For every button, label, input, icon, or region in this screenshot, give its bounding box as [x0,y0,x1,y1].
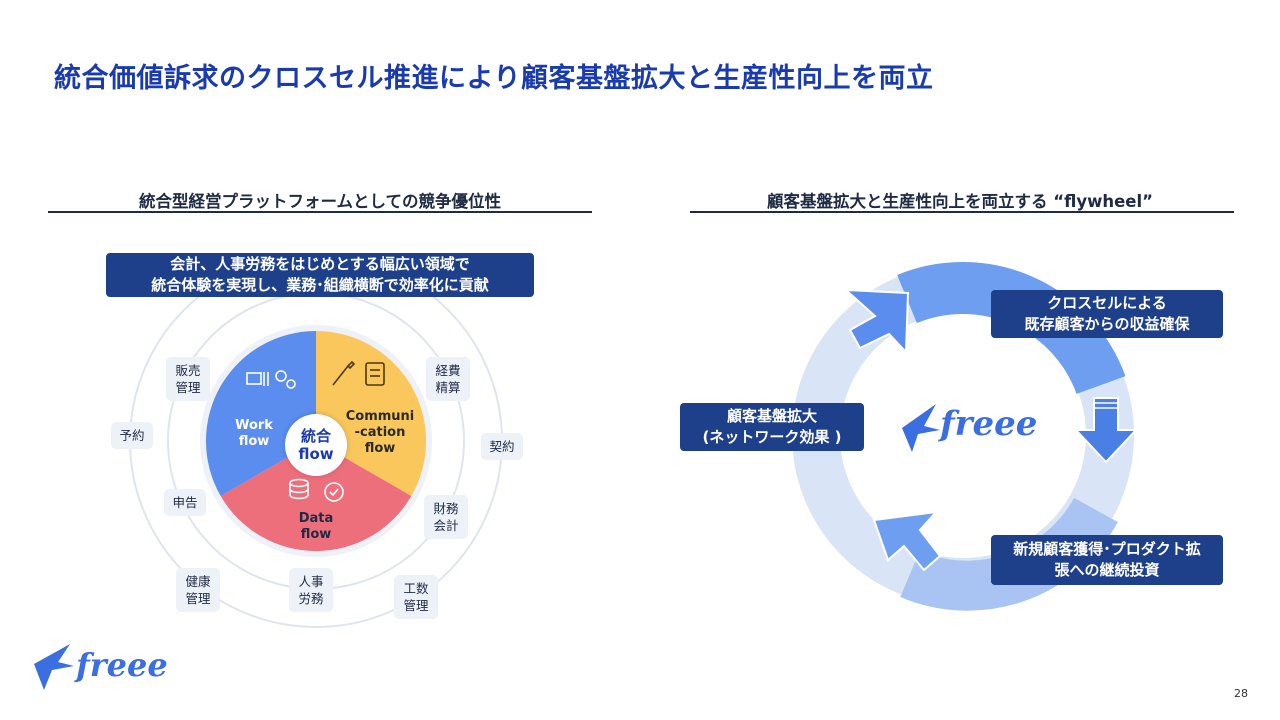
box-customer-base-line-2: (ネットワーク効果 ) [702,428,842,446]
chip-text: 申告 [172,495,198,510]
box-investment-line-2: 張への継続投資 [1054,561,1160,579]
center-line-2: flow [298,445,334,463]
chip-hr-labor: 人事 労務 [289,568,333,612]
chip-text: 管理 [403,598,429,613]
freee-logo-center: freee [940,404,1038,444]
chip-financial-accounting: 財務 会計 [424,495,468,539]
box-customer-base: 顧客基盤拡大 (ネットワーク効果 ) [680,403,864,451]
freee-logo-bird-center [902,404,940,452]
chip-tax-filing: 申告 [164,489,206,516]
work-icon [246,370,296,389]
pie-slice-data [220,441,412,552]
chip-text: 管理 [185,591,211,606]
right-section-heading: 顧客基盤拡大と生産性向上を両立する “flywheel” [767,192,1153,211]
data-flow-line-1: Data [298,511,334,526]
integration-callout: 会計、人事労務をはじめとする幅広い領域で 統合体験を実現し、業務･組織横断で効率… [106,253,534,297]
chip-text: 健康 [185,574,211,589]
data-icon [289,478,344,502]
chip-reservation: 予約 [111,422,153,449]
work-flow-label: Work flow [226,418,282,450]
communication-icon [332,360,385,386]
center-line-1: 統合 [300,427,331,445]
chip-text: 管理 [175,380,201,395]
work-flow-line-1: Work [235,418,273,433]
chip-text: 工数 [403,581,429,596]
left-heading-rule [48,211,592,213]
left-section-heading: 統合型経営プラットフォームとしての競争優位性 [138,192,501,211]
chip-man-hour-management: 工数 管理 [394,575,438,619]
chip-sales-management: 販売 管理 [166,357,210,401]
box-cross-sell-line-2: 既存顧客からの収益確保 [1024,315,1190,333]
work-flow-line-2: flow [238,434,270,449]
callout-line-1: 会計、人事労務をはじめとする幅広い領域で [170,255,470,273]
chip-text: 会計 [433,518,459,533]
chip-text: 予約 [119,428,145,443]
freee-logo-footer: freee [76,646,168,684]
slide-title: 統合価値訴求のクロスセル推進により顧客基盤拡大と生産性向上を両立 [54,63,934,94]
communication-flow-line-2: -cation [354,425,406,440]
chip-contract: 契約 [481,433,523,460]
chip-expense-settlement: 経費 精算 [426,357,470,401]
communication-flow-label: Communi -cation flow [344,409,416,457]
right-heading-rule [690,211,1234,213]
box-customer-base-line-1: 顧客基盤拡大 [726,407,817,425]
page-number: 28 [1234,687,1248,700]
chip-health-management: 健康 管理 [176,568,220,612]
box-cross-sell-line-1: クロスセルによる [1047,294,1167,312]
data-flow-line-2: flow [300,527,332,542]
communication-flow-line-1: Communi [345,409,415,424]
chip-text: 販売 [175,363,201,378]
chip-text: 財務 [433,501,459,516]
chip-text: 精算 [435,380,461,395]
freee-logo-bird-footer [34,644,74,690]
chip-text: 経費 [435,363,461,378]
chip-text: 労務 [298,591,324,606]
box-investment-line-1: 新規顧客獲得･プロダクト拡 [1013,540,1201,558]
communication-flow-line-3: flow [364,441,396,456]
data-flow-label: Data flow [292,511,340,543]
flywheel-arrow-bottom-left [872,510,942,572]
chip-text: 人事 [298,574,324,589]
box-cross-sell: クロスセルによる 既存顧客からの収益確保 [991,290,1223,338]
chip-text: 契約 [489,439,515,454]
integrated-flow-center: 統合 flow [285,414,347,476]
flywheel-arrow-top-left [843,288,910,355]
box-continuous-investment: 新規顧客獲得･プロダクト拡 張への継続投資 [991,535,1223,585]
callout-line-2: 統合体験を実現し、業務･組織横断で効率化に貢献 [151,276,489,294]
flywheel-arrow-right [1073,397,1139,464]
